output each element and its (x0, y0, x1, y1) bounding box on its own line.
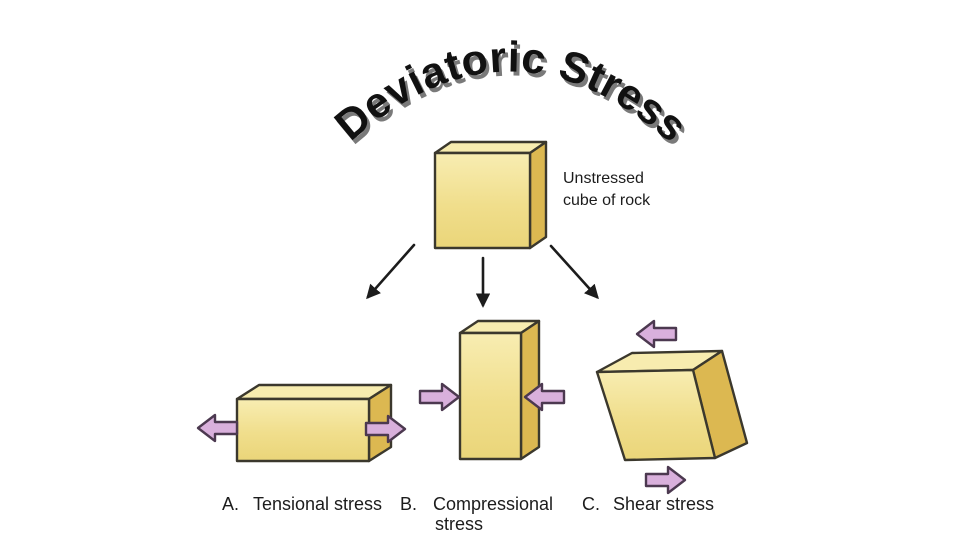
flow-arrow-left-icon (366, 243, 416, 300)
unstressed-cube-side-face (528, 140, 548, 250)
unstressed-cube-front-face (433, 151, 532, 250)
caption-c-prefix: C. (582, 494, 600, 514)
shear-top-arrow-left-icon (635, 319, 678, 349)
unstressed-cube-label-line1: Unstressed (563, 170, 644, 187)
unstressed-cube-label: Unstressed cube of rock (563, 170, 651, 209)
unstressed-cube-label-line2: cube of rock (563, 192, 651, 209)
shear-block-front-face (595, 368, 717, 462)
unstressed-cube-top-face (433, 140, 548, 155)
unstressed-cube: Unstressed cube of rock (433, 140, 651, 250)
compressional-inward-arrow-left-icon (418, 382, 461, 412)
caption-b-prefix: B. (400, 494, 417, 514)
flow-arrows (366, 243, 599, 308)
shear-bottom-arrow-right-icon (644, 465, 687, 495)
caption-b-label-line2: stress (435, 514, 483, 534)
caption-a-label: Tensional stress (253, 494, 382, 514)
caption-a-prefix: A. (222, 494, 239, 514)
tensional-outward-arrow-left-icon (196, 413, 239, 443)
tensional-block-front-face (235, 397, 371, 463)
compressional-block-front-face (458, 331, 523, 461)
shear-stress-figure (595, 319, 749, 495)
tensional-stress-figure (196, 383, 407, 463)
page-title: Deviatoric Stress Deviatoric Stress (326, 33, 699, 155)
caption-c-label: Shear stress (613, 494, 714, 514)
flow-arrow-right-icon (549, 244, 599, 300)
compressional-stress-figure (418, 319, 566, 461)
caption-b-label-line1: Compressional (433, 494, 553, 514)
tensional-block-top-face (235, 383, 393, 401)
caption-labels: A. Tensional stress B. Compressional str… (222, 494, 714, 534)
